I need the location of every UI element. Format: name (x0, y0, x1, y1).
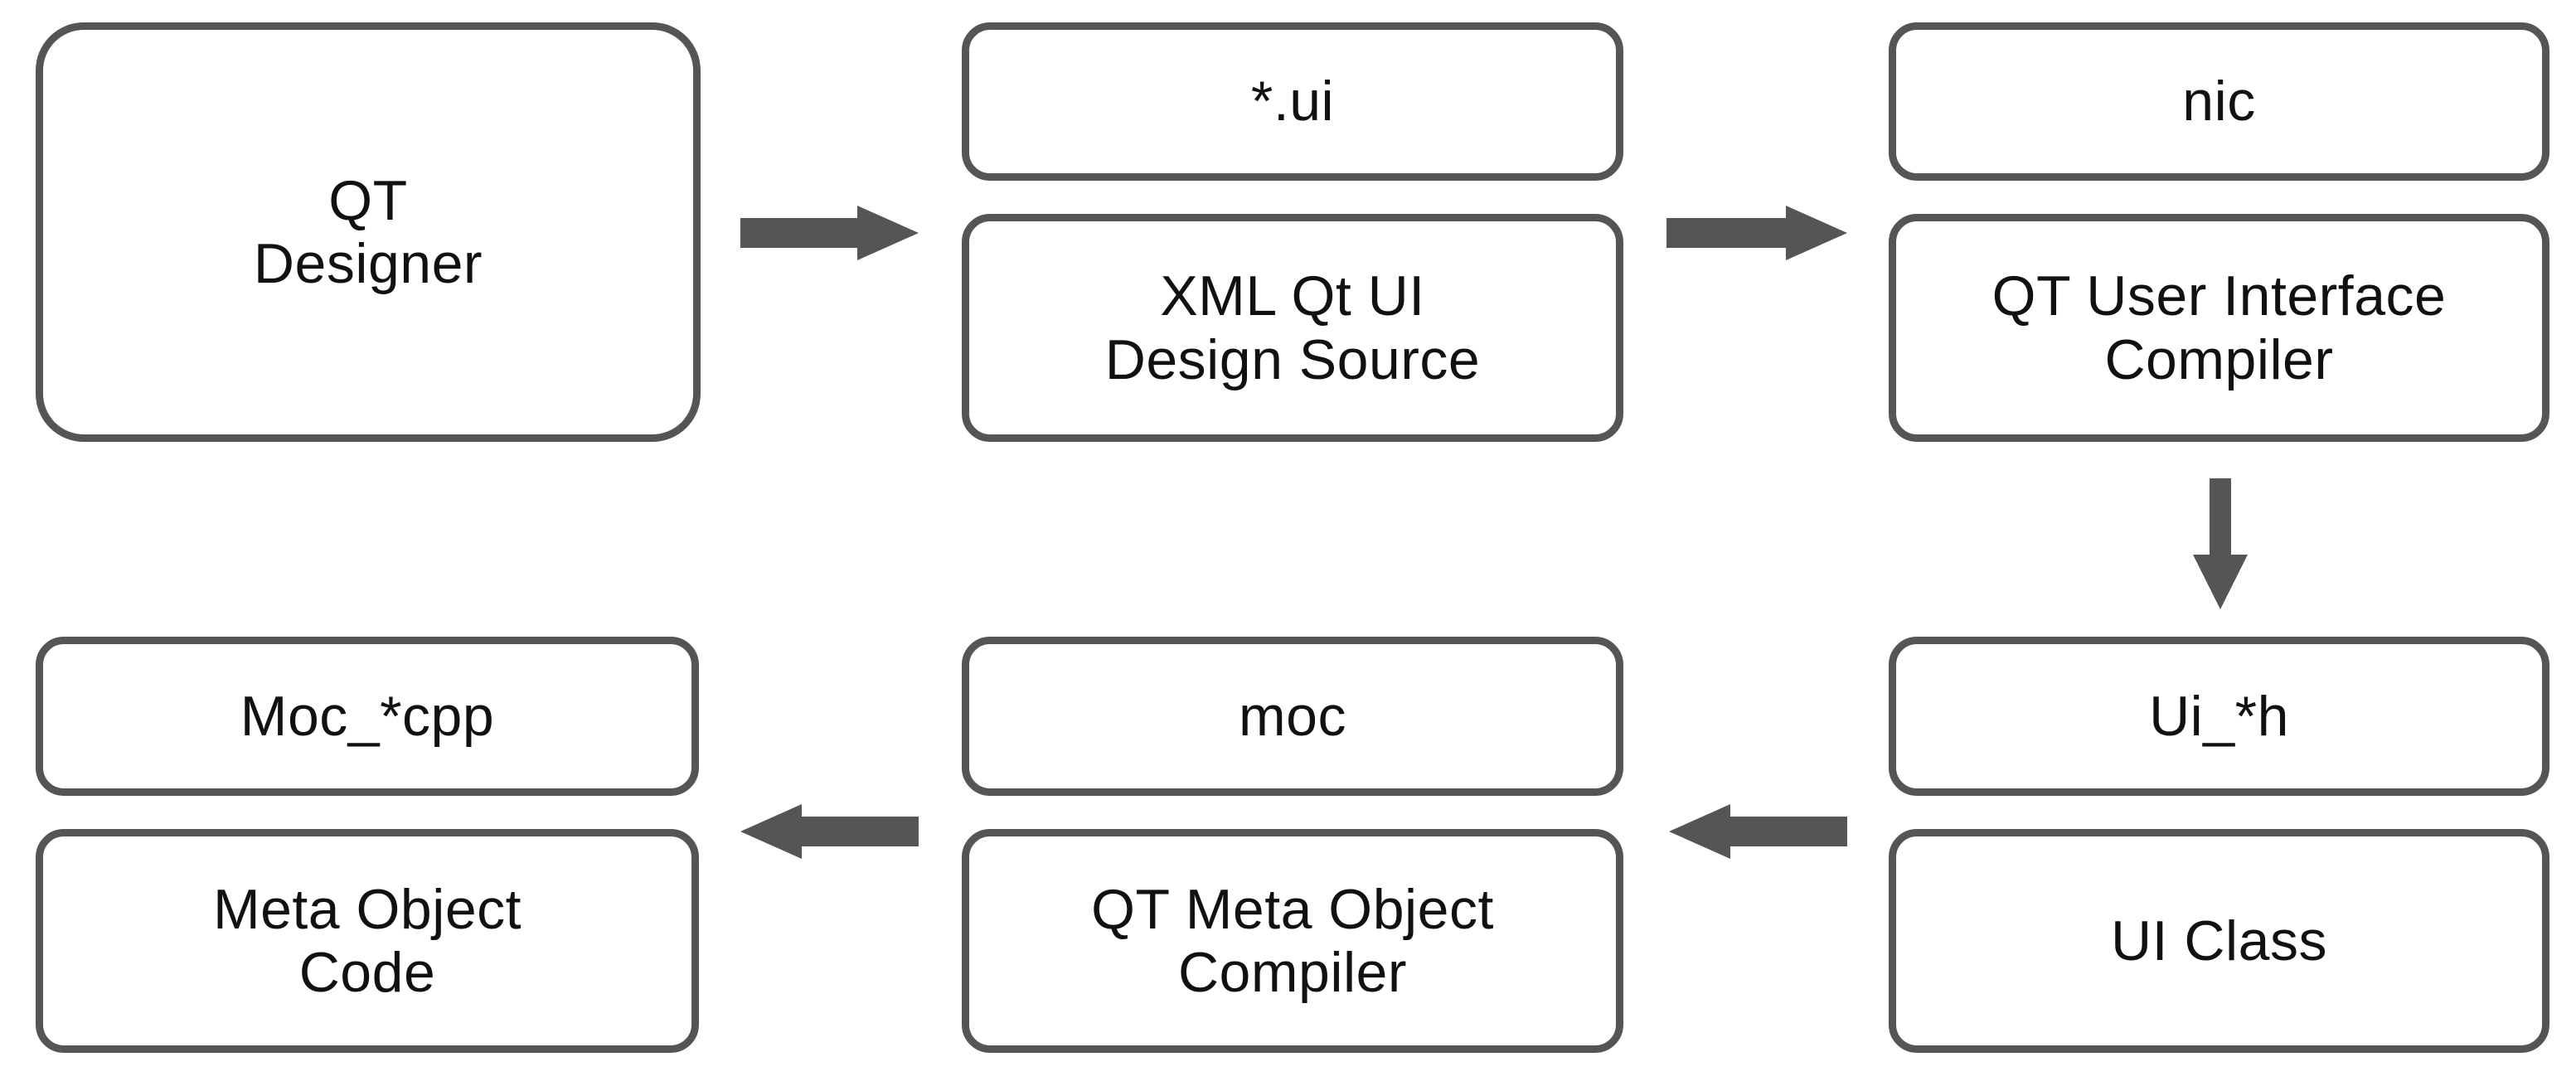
node-nic: nic (1889, 22, 2549, 181)
node-label-moc-cpp: Moc_*cpp (240, 684, 495, 748)
node-moc: moc (962, 637, 1623, 796)
node-qt-user-interface-compiler: QT User Interface Compiler (1889, 214, 2549, 442)
node-xml-qt-ui-design-source: XML Qt UI Design Source (962, 214, 1623, 442)
arrow-uifile-to-nic (1666, 206, 1847, 260)
node-label-ui-file: *.ui (1250, 70, 1335, 133)
node-label-moc: moc (1239, 684, 1346, 748)
node-label-xml-qt-ui-design-source: XML Qt UI Design Source (1104, 264, 1481, 391)
node-label-qt-user-interface-compiler: QT User Interface Compiler (1991, 264, 2447, 391)
node-label-qt-designer: QT Designer (253, 168, 483, 295)
node-ui-file: *.ui (962, 22, 1623, 181)
node-label-qt-meta-object-compiler: QT Meta Object Compiler (1091, 877, 1494, 1004)
node-ui-class: UI Class (1889, 829, 2549, 1053)
node-moc-cpp: Moc_*cpp (36, 637, 699, 796)
node-label-ui-class: UI Class (2111, 909, 2327, 972)
node-meta-object-code: Meta Object Code (36, 829, 699, 1053)
node-label-ui-header: Ui_*h (2149, 684, 2289, 748)
arrow-designer-to-uifile (740, 206, 919, 260)
node-qt-designer: QT Designer (36, 22, 701, 442)
arrow-uic-to-uiheader (2193, 478, 2248, 609)
node-qt-meta-object-compiler: QT Meta Object Compiler (962, 829, 1623, 1053)
node-ui-header: Ui_*h (1889, 637, 2549, 796)
arrow-moc-to-moccpp (740, 804, 919, 859)
arrow-uiclass-to-moc (1669, 804, 1847, 859)
node-label-nic: nic (2182, 70, 2256, 133)
node-label-meta-object-code: Meta Object Code (212, 877, 522, 1004)
